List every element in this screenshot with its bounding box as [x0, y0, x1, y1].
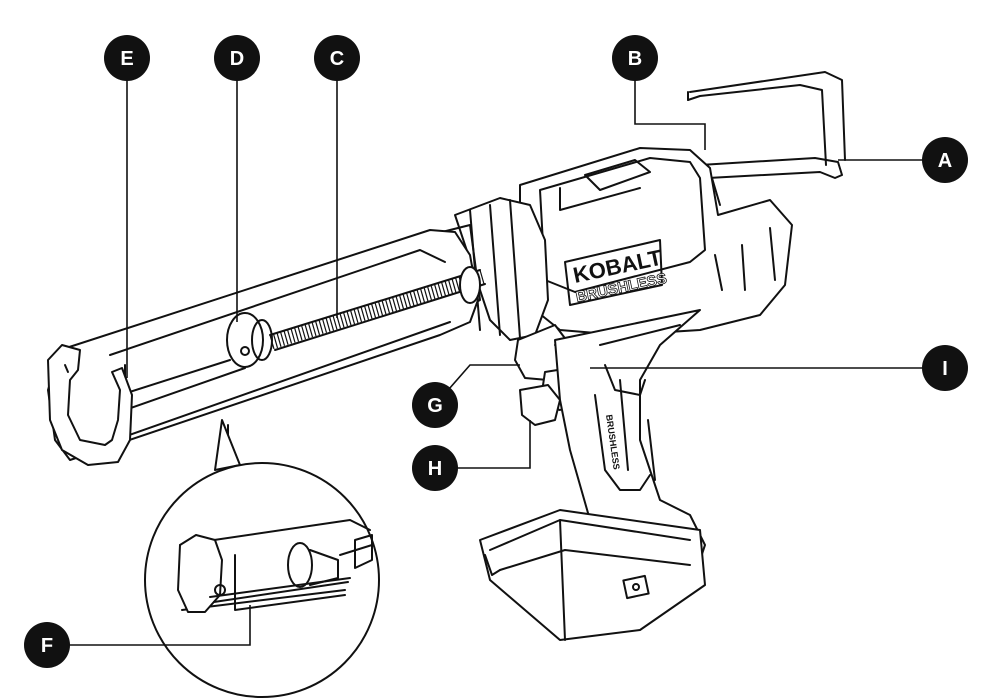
thread-mark: [454, 277, 461, 292]
thread-mark: [325, 317, 331, 332]
leader-f: [47, 605, 251, 646]
thread-mark: [346, 311, 352, 326]
thread-mark: [300, 325, 307, 340]
callout-f: F: [24, 622, 70, 668]
plunger-disc: [226, 266, 481, 368]
thread-mark: [447, 279, 454, 294]
callout-d-label: D: [230, 48, 244, 70]
thread-mark: [328, 316, 335, 331]
thread-mark: [377, 301, 384, 316]
thread-mark: [402, 293, 408, 308]
thread-mark: [391, 296, 398, 312]
callout-i-label: I: [942, 358, 948, 380]
thread-mark: [297, 326, 303, 341]
callout-a: A: [922, 137, 968, 183]
hanging-hook: [687, 71, 846, 206]
callout-c: C: [314, 35, 360, 81]
thread-mark: [381, 300, 387, 315]
callout-b: B: [612, 35, 658, 81]
callout-h: H: [412, 445, 458, 491]
thread-mark: [419, 288, 426, 303]
callout-h-label: H: [428, 458, 442, 480]
thread-mark: [311, 321, 317, 337]
thread-mark: [353, 308, 359, 324]
thread-mark: [451, 278, 457, 293]
thread-mark: [444, 280, 450, 295]
thread-mark: [384, 299, 391, 314]
thread-mark: [405, 292, 412, 307]
thread-mark: [398, 294, 405, 310]
thread-mark: [332, 315, 338, 330]
leader-h: [435, 420, 531, 469]
thread-mark: [307, 322, 314, 338]
battery-mount: [479, 509, 706, 641]
thread-mark: [423, 287, 429, 302]
thread-mark: [433, 283, 440, 299]
callout-b-label: B: [628, 48, 642, 70]
callout-d: D: [214, 35, 260, 81]
thread-mark: [367, 304, 373, 319]
thread-mark: [360, 306, 366, 321]
thread-mark: [290, 328, 296, 343]
thread-mark: [409, 291, 415, 306]
thread-mark: [430, 285, 436, 300]
thread-mark: [349, 309, 356, 325]
thread-mark: [279, 331, 286, 346]
thread-mark: [416, 289, 422, 304]
thread-mark: [426, 286, 433, 301]
thread-mark: [286, 329, 293, 344]
callout-g-label: G: [427, 395, 443, 417]
thread-mark: [412, 290, 419, 305]
thread-mark: [374, 302, 380, 317]
callout-e-label: E: [120, 48, 133, 70]
thread-mark: [479, 269, 485, 285]
motor-housing: [519, 147, 793, 336]
thread-mark: [395, 295, 401, 311]
inset-detail: [144, 419, 380, 698]
thread-mark: [363, 305, 370, 320]
thread-mark: [283, 330, 289, 345]
thread-mark: [370, 303, 377, 318]
thread-mark: [356, 307, 363, 323]
thread-mark: [314, 320, 321, 336]
thread-mark: [437, 282, 443, 298]
callout-c-label: C: [330, 48, 344, 70]
callout-i: I: [922, 345, 968, 391]
callout-a-label: A: [938, 150, 952, 172]
thread-mark: [318, 319, 324, 334]
thread-mark: [388, 298, 394, 313]
callout-f-label: F: [41, 635, 53, 657]
thread-mark: [293, 327, 300, 342]
thread-mark: [440, 281, 447, 297]
thread-mark: [339, 313, 345, 328]
callout-g: G: [412, 382, 458, 428]
thread-mark: [342, 312, 349, 327]
callout-e: E: [104, 35, 150, 81]
thread-mark: [304, 324, 310, 339]
leader-b: [634, 58, 706, 150]
thread-mark: [321, 318, 328, 333]
thread-mark: [272, 333, 279, 349]
leader-lines: [47, 58, 945, 646]
thread-mark: [276, 332, 282, 347]
